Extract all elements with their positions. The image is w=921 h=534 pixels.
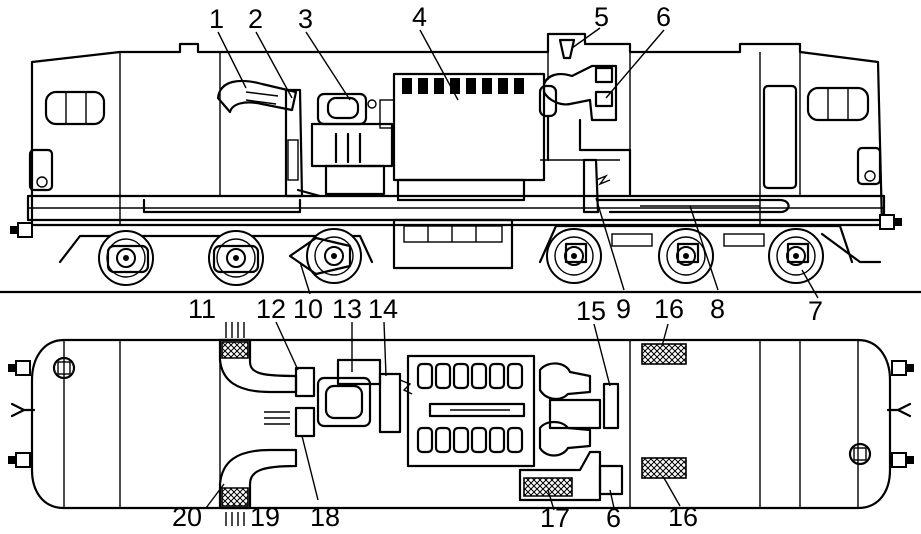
callout-12: 12 (256, 294, 286, 324)
cooling-box (598, 464, 624, 496)
traction-motor (288, 236, 352, 276)
air-flow-arrows (225, 322, 290, 526)
callout-3: 3 (298, 4, 313, 34)
wheel-left-2 (208, 230, 264, 286)
callout-2: 2 (248, 4, 263, 34)
exhaust-pipe (582, 158, 600, 214)
callout-labels: 1 2 3 4 5 6 9 16 8 7 11 12 10 13 14 15 2… (172, 2, 823, 533)
callout-17: 17 (540, 503, 570, 529)
exhaust-column (284, 88, 304, 198)
top-leader-lines (205, 321, 681, 511)
cab-window-left (44, 90, 106, 126)
vent-grille-lower (641, 457, 687, 479)
air-intake-lower (218, 448, 298, 510)
buffer-left (9, 222, 33, 238)
callout-1: 1 (209, 4, 224, 34)
wheel-right-1 (546, 228, 602, 284)
callout-20: 20 (172, 502, 202, 529)
callout-16-upper: 16 (654, 294, 684, 324)
callout-11: 11 (188, 294, 216, 324)
callout-15: 15 (576, 296, 606, 326)
callout-9: 9 (616, 294, 631, 324)
turbo-upper (538, 362, 592, 400)
top-view (7, 321, 915, 526)
coupler-left (10, 402, 36, 418)
callout-10: 10 (293, 294, 323, 324)
wheel-right-2 (658, 228, 714, 284)
top-body-outline (30, 338, 892, 510)
callout-4: 4 (412, 2, 427, 32)
callout-13: 13 (332, 294, 362, 324)
hatch-left (52, 356, 76, 380)
under-frame-piping (596, 198, 790, 214)
engine-sump (396, 178, 526, 202)
fuel-tank (392, 218, 514, 270)
cylinder-bank-upper (416, 362, 524, 390)
side-leader-lines (217, 27, 819, 299)
cylinder-bank-lower (416, 426, 524, 454)
callout-14: 14 (368, 294, 398, 324)
engine-top (406, 354, 536, 468)
callout-6-lower: 6 (606, 503, 621, 529)
side-view (0, 27, 921, 299)
hatch-right (848, 442, 872, 466)
callout-6: 6 (656, 2, 671, 32)
cab-door-right (762, 84, 798, 190)
generator-top (316, 376, 372, 428)
exhaust-outlet (602, 382, 620, 430)
callout-8: 8 (710, 294, 725, 324)
wheel-right-3 (768, 228, 824, 284)
callout-19: 19 (250, 502, 280, 529)
cylinder-heads (402, 78, 524, 94)
radiator-duct (518, 450, 602, 502)
air-duct (216, 79, 298, 114)
cooling-unit (542, 64, 618, 122)
cab-window-right (806, 86, 870, 122)
vent-grille-upper (641, 343, 687, 365)
callout-16-lower: 16 (668, 502, 698, 529)
wheel-left-3 (306, 228, 362, 284)
callout-18: 18 (310, 502, 340, 529)
coupler-right (886, 402, 912, 418)
bogie-right-frame (538, 224, 854, 264)
callout-5: 5 (594, 2, 609, 32)
filter-lower (294, 406, 316, 438)
callout-7: 7 (808, 296, 823, 326)
coupling (378, 372, 402, 434)
generator-housing (310, 122, 394, 168)
filter-upper (294, 366, 316, 398)
roof-horn (558, 38, 576, 60)
